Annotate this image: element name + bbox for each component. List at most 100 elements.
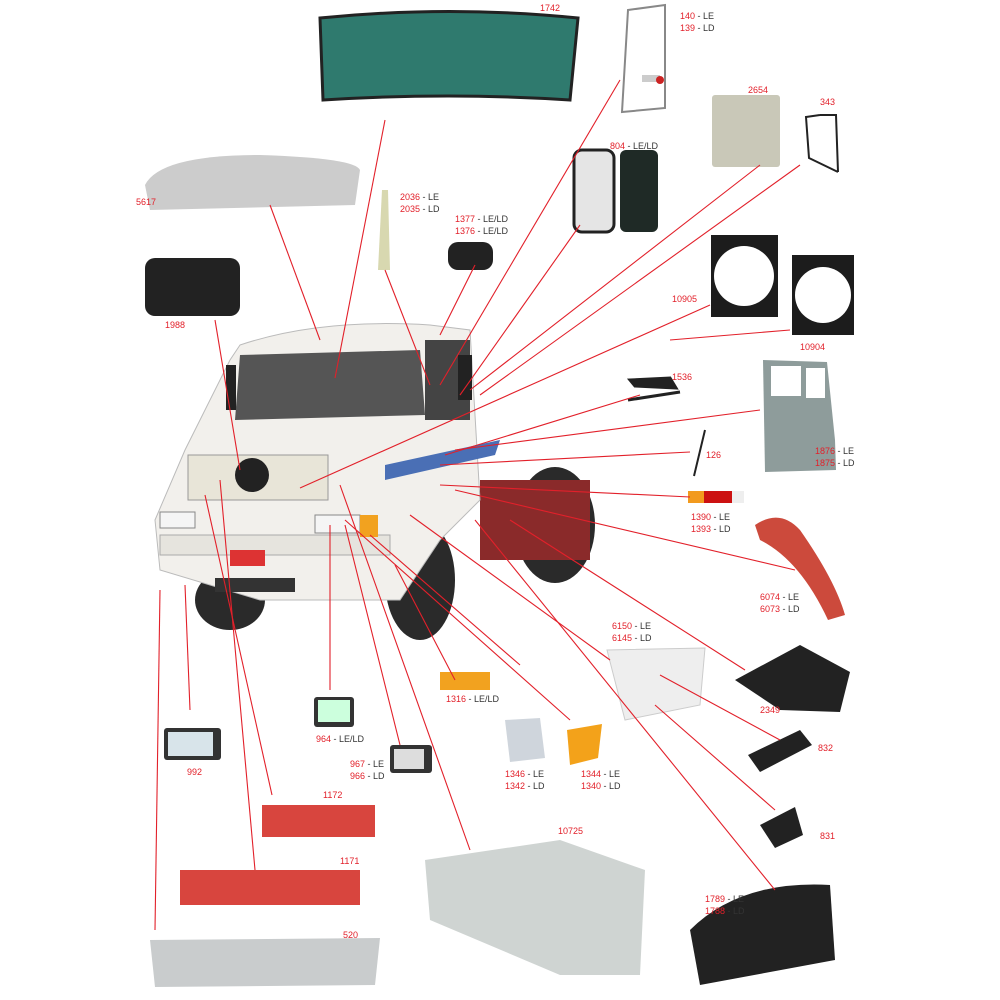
part-label-line: 1340 - LD — [581, 780, 621, 792]
part-label-line: 1377 - LE/LD — [455, 213, 508, 225]
truck-illustration — [154, 323, 595, 640]
part-code: 1340 — [581, 781, 602, 791]
part-label-fan-shroud-a: 10905 — [672, 293, 697, 305]
part-code: 140 — [680, 11, 696, 21]
part-side: - LE — [632, 621, 652, 631]
part-code: 10725 — [558, 826, 584, 836]
part-code: 1742 — [540, 3, 561, 13]
part-code: 804 — [610, 141, 626, 151]
part-label-line: 992 — [187, 766, 202, 778]
part-code: 1171 — [340, 856, 360, 866]
part-label-line: 6145 - LD — [612, 632, 652, 644]
part-label-line: 1876 - LE — [815, 445, 855, 457]
part-label-gas-spring: 126 — [706, 449, 721, 461]
part-label-grille-upper: 1172 — [323, 789, 342, 801]
part-label-fan-shroud-b: 10904 — [800, 341, 825, 353]
part-side: - LE — [711, 512, 731, 522]
part-label-windshield: 1742 — [540, 2, 560, 14]
part-label-line: 1742 — [540, 2, 560, 14]
part-label-line: 140 - LE — [680, 10, 715, 22]
part-label-fog-lamp: 992 — [187, 766, 202, 778]
part-side: - LE/LD — [475, 214, 509, 224]
part-side: - LE — [420, 192, 440, 202]
part-side: - LD — [695, 23, 715, 33]
part-code: 1988 — [165, 320, 186, 330]
part-code: 1788 — [705, 906, 726, 916]
part-label-line: 804 - LE/LD — [610, 140, 658, 152]
part-label-line: 2349 — [760, 704, 780, 716]
part-label-line: 831 — [820, 830, 835, 842]
part-side: - LE — [601, 769, 621, 779]
part-label-line: 1390 - LE — [691, 511, 731, 523]
part-code: 1376 — [455, 226, 476, 236]
part-label-step-plate-a: 832 — [818, 742, 833, 754]
part-side: - LD — [601, 781, 621, 791]
part-label-line: 1376 - LE/LD — [455, 225, 508, 237]
part-label-line: 967 - LE — [350, 758, 385, 770]
part-label-line: 2035 - LD — [400, 203, 440, 215]
part-label-line: 1875 - LD — [815, 457, 855, 469]
part-side: - LE/LD — [625, 141, 659, 151]
part-label-line: 10725 — [558, 825, 583, 837]
part-label-line: 1536 — [672, 371, 692, 383]
part-label-line: 1788 - LD — [705, 905, 745, 917]
part-code: 1876 — [815, 446, 836, 456]
part-code: 343 — [820, 97, 836, 107]
part-side: - LE/LD — [475, 226, 509, 236]
part-code: 520 — [343, 930, 359, 940]
part-code: 1789 — [705, 894, 726, 904]
part-code: 2654 — [748, 85, 769, 95]
part-side: - LD — [725, 906, 745, 916]
part-side: - LE — [365, 759, 385, 769]
part-code: 1393 — [691, 524, 712, 534]
part-label-door-handle: 1536 — [672, 371, 692, 383]
part-side: - LD — [632, 633, 652, 643]
part-label-line: 343 — [820, 96, 835, 108]
part-code: 831 — [820, 831, 836, 841]
part-label-roof-visor: 5617 — [136, 196, 156, 208]
part-side: - LD — [780, 604, 800, 614]
part-label-line: 1316 - LE/LD — [446, 693, 499, 705]
part-side: - LE — [525, 769, 545, 779]
part-label-line: 1344 - LE — [581, 768, 621, 780]
part-label-line: 1988 — [165, 319, 185, 331]
part-label-mirror-small: 804 - LE/LD — [610, 140, 658, 152]
part-side: - LE/LD — [331, 734, 365, 744]
part-label-headlamp: 964 - LE/LD — [316, 733, 364, 745]
part-code: 992 — [187, 767, 203, 777]
part-code: 6074 — [760, 592, 781, 602]
part-label-mirror-bracket: 343 — [820, 96, 835, 108]
part-side: - LD — [365, 771, 385, 781]
part-code: 966 — [350, 771, 366, 781]
part-code: 139 — [680, 23, 696, 33]
part-side: - LE — [780, 592, 800, 602]
part-code: 1390 — [691, 512, 712, 522]
part-code: 967 — [350, 759, 366, 769]
part-label-line: 966 - LD — [350, 770, 385, 782]
part-code: 2036 — [400, 192, 421, 202]
part-label-battery-box: 2349 — [760, 704, 780, 716]
part-label-line: 1342 - LD — [505, 780, 545, 792]
part-code: 10905 — [672, 294, 698, 304]
part-label-line: 2654 — [748, 84, 768, 96]
part-code: 1172 — [323, 790, 343, 800]
part-label-line: 1393 - LD — [691, 523, 731, 535]
part-label-grille-lower: 1171 — [340, 855, 359, 867]
part-label-coolant-tank: 1988 — [165, 319, 185, 331]
part-label-side-marker: 1316 - LE/LD — [446, 693, 499, 705]
part-code: 1344 — [581, 769, 602, 779]
part-code: 6150 — [612, 621, 633, 631]
part-label-line: 10905 — [672, 293, 697, 305]
part-label-hood: 10725 — [558, 825, 583, 837]
part-label-bumper: 520 — [343, 929, 358, 941]
part-side: - LD — [525, 781, 545, 791]
